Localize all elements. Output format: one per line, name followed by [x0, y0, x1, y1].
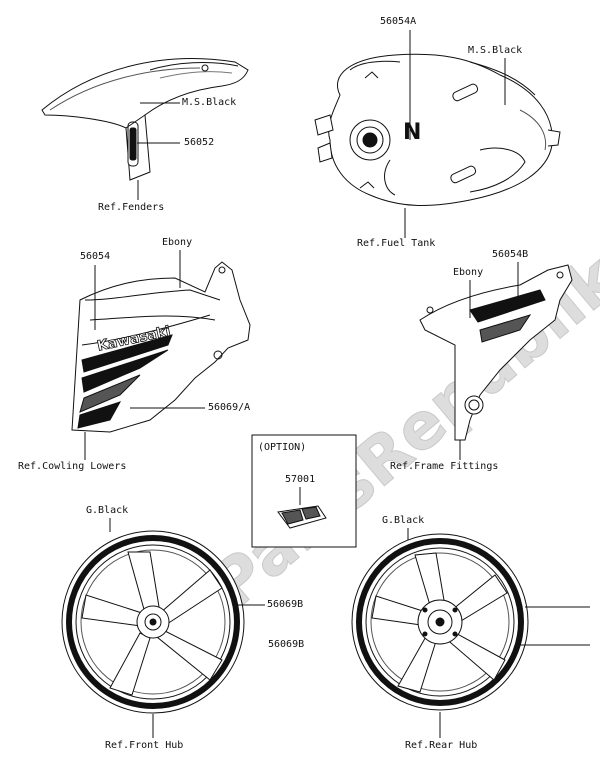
frame-ref-label: Ref.Frame Fittings — [390, 461, 499, 472]
rear-wheel-drawing — [351, 533, 529, 711]
tank-ref-label: Ref.Fuel Tank — [357, 238, 436, 249]
frame-fitting-drawing — [419, 264, 573, 441]
cowling-part-label: 56054 — [80, 251, 111, 262]
tank-part-label: 56054A — [380, 16, 417, 27]
frame-color-label: Ebony — [453, 267, 484, 278]
front-fender-drawing — [41, 58, 249, 181]
option-part-drawing — [277, 487, 327, 529]
option-part-label: 57001 — [285, 474, 316, 485]
tank-color-label: M.S.Black — [468, 45, 523, 56]
rear-wheel-ref-label: Ref.Rear Hub — [405, 740, 478, 751]
cowling-stripe-label: 56069/A — [208, 402, 251, 413]
option-box — [251, 434, 357, 548]
fender-part-label: 56052 — [184, 137, 215, 148]
tank-emblem: N — [403, 120, 422, 145]
cowling-drawing — [71, 261, 251, 433]
fender-ref-label: Ref.Fenders — [98, 202, 165, 213]
fender-color-label: M.S.Black — [182, 97, 237, 108]
front-wheel-ref-label: Ref.Front Hub — [105, 740, 184, 751]
cowling-color-label: Ebony — [162, 237, 193, 248]
rear-wheel-color-label: G.Black — [382, 515, 425, 526]
rear-wheel-part-label: 56069B — [268, 639, 305, 650]
option-title: (OPTION) — [258, 442, 307, 453]
cowling-ref-label: Ref.Cowling Lowers — [18, 461, 127, 472]
frame-part-label: 56054B — [492, 249, 529, 260]
front-wheel-color-label: G.Black — [86, 505, 129, 516]
front-wheel-part-label: 56069B — [267, 599, 304, 610]
fuel-tank-drawing — [314, 53, 561, 206]
front-wheel-drawing — [61, 530, 245, 714]
